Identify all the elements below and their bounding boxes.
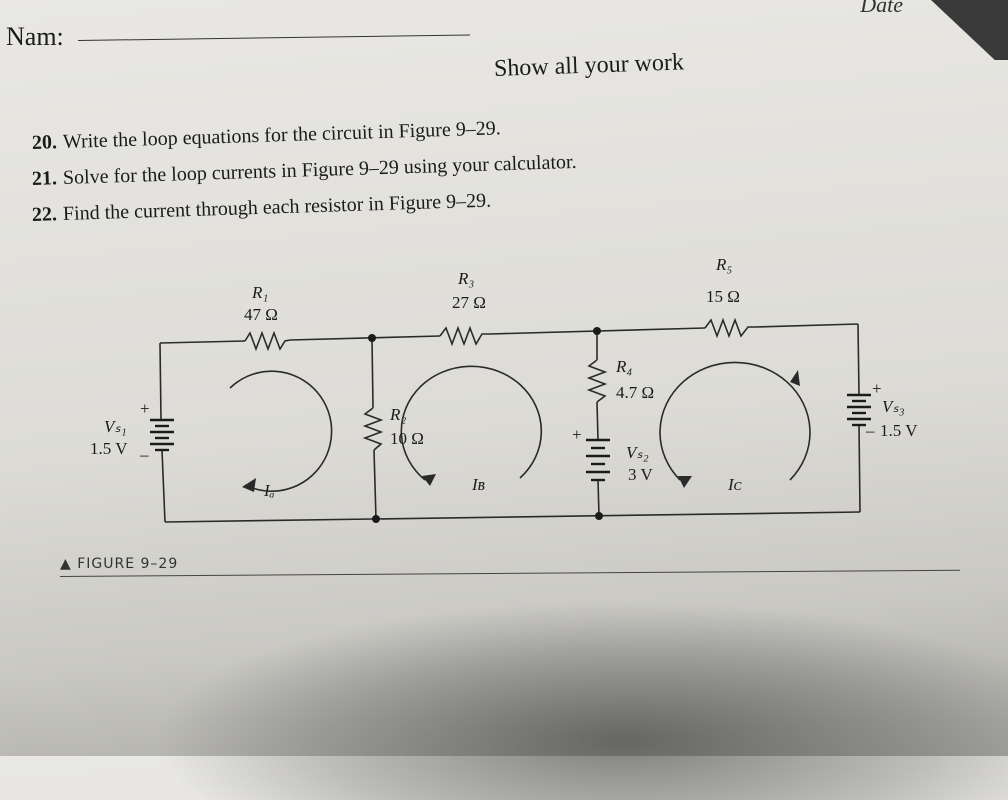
resistor-r1 [244, 330, 291, 352]
name-label: Nam: [6, 22, 64, 51]
r4-value: 4.7 Ω [616, 383, 654, 402]
loop-current-c: Iᴄ [727, 475, 742, 494]
wire-r2-upper [371, 337, 374, 409]
battery-vs1 [150, 418, 174, 452]
resistor-r3 [439, 325, 490, 347]
r3-value: 27 Ω [452, 293, 486, 312]
date-label: Date [860, 0, 903, 17]
wire-left-upper [159, 342, 162, 421]
vs3-minus: – [865, 421, 875, 440]
r4-name: R₄ [615, 357, 632, 376]
vs3-value: 1.5 V [880, 421, 918, 440]
loop-arrow-b [422, 474, 436, 486]
vs1-name: Vₛ₁ [104, 417, 127, 436]
junction-dot [368, 334, 376, 342]
loop-arc-a [229, 370, 333, 492]
resistor-r4 [586, 359, 608, 403]
vs1-minus: – [139, 445, 149, 464]
vs2-name: Vₛ₂ [626, 443, 649, 462]
wire-right-lower [858, 424, 861, 513]
junction-dot [593, 327, 601, 335]
vs2-plus: + [572, 425, 582, 444]
r1-value: 47 Ω [244, 305, 278, 324]
vs1-plus: + [140, 399, 150, 418]
battery-vs3 [847, 393, 871, 427]
wire-top-left [159, 340, 246, 344]
circuit-diagram: R₁ 47 Ω R₃ 27 Ω R₅ 15 Ω R₂ 10 Ω R₄ 4.7 Ω… [90, 255, 918, 523]
r3-name: R₃ [457, 269, 474, 288]
loop-arrow-c-top [790, 370, 800, 386]
loop-arrow-a [242, 478, 256, 492]
wire-r2-lower [373, 449, 377, 520]
figure-caption: ▲ FIGURE 9–29 [60, 556, 179, 572]
junction-dot [595, 512, 603, 520]
wire-top-mid-left [289, 335, 441, 341]
vs3-name: Vₛ₃ [882, 397, 905, 416]
wire-bottom [164, 511, 861, 523]
resistor-r2 [362, 407, 384, 451]
r5-name: R₅ [715, 255, 732, 274]
r2-value: 10 Ω [390, 429, 424, 448]
wire-right-upper [857, 323, 860, 396]
loop-current-b: Iʙ [471, 475, 485, 494]
r5-value: 15 Ω [706, 287, 740, 306]
junction-dot [372, 515, 380, 523]
wire-top-right [754, 323, 859, 328]
r2-name: R₂ [389, 405, 406, 424]
vs2-value: 3 V [628, 465, 653, 484]
loop-current-a: Iₐ [263, 481, 275, 500]
loop-arrow-c [678, 476, 692, 488]
loop-arc-c [659, 361, 811, 481]
wire-left-lower [161, 449, 166, 523]
vs3-plus: + [872, 379, 882, 398]
wire-vs2-lower [597, 479, 600, 517]
loop-arc-b [400, 365, 543, 481]
wire-r4-vs2 [596, 401, 599, 441]
battery-vs2 [586, 438, 610, 482]
vs1-value: 1.5 V [90, 439, 128, 458]
r1-name: R₁ [251, 283, 268, 302]
resistor-r5 [704, 317, 755, 339]
